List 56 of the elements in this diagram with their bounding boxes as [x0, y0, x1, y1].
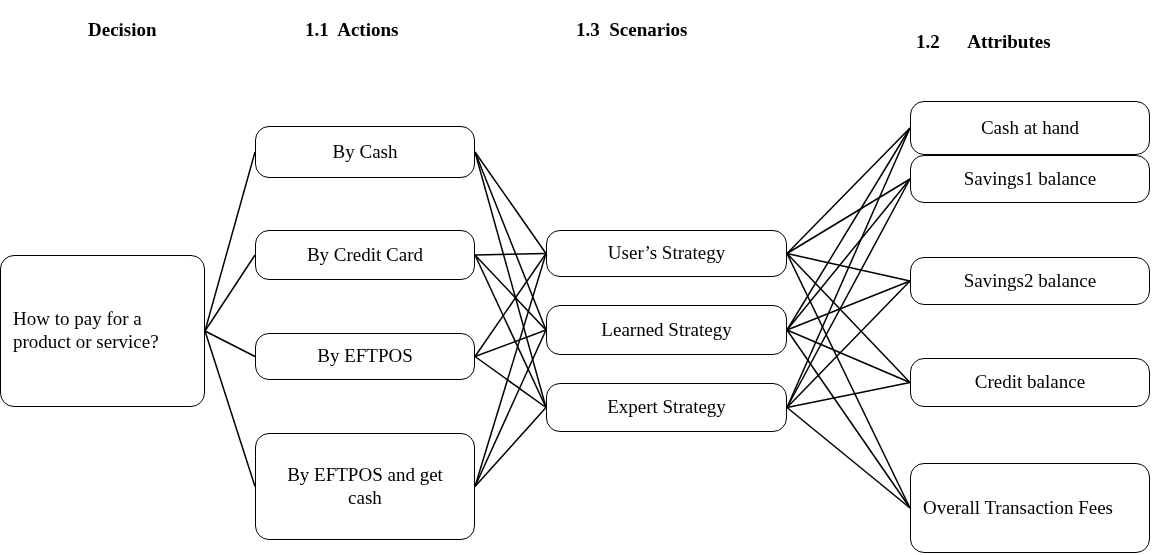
connector-line [474, 252, 547, 358]
rounded-box [255, 433, 475, 540]
rounded-box [255, 333, 475, 380]
column-heading: 1.1 Actions [305, 18, 399, 42]
box-text: Savings1 balance [963, 167, 1097, 191]
connector-line [786, 252, 911, 384]
box-text: Expert Strategy [607, 396, 726, 419]
connector-line [474, 252, 547, 256]
box-text: By Credit Card [306, 243, 424, 267]
connector-line [786, 406, 911, 509]
connector-line [204, 254, 256, 332]
connector-line [204, 330, 256, 488]
connector-line [474, 406, 547, 488]
connector-line [786, 280, 911, 331]
connector-line [786, 178, 911, 255]
rounded-box [910, 155, 1150, 203]
rounded-box [546, 305, 787, 355]
connector-line [786, 252, 911, 509]
connector-line [786, 381, 911, 409]
connector-line [474, 151, 547, 255]
connector-line [474, 355, 547, 409]
connector-line [474, 151, 547, 331]
connector-line [474, 254, 547, 331]
column-heading: Decision [88, 18, 157, 42]
rounded-box [910, 358, 1150, 407]
column-heading: 1.2 Attributes [916, 30, 1051, 54]
box-text: Credit balance [974, 371, 1086, 394]
box-text: Learned Strategy [601, 318, 732, 342]
connector-line [786, 329, 911, 384]
connector-line [474, 329, 547, 358]
box-text: Savings2 balance [963, 269, 1097, 293]
box-text: By Cash [332, 140, 398, 164]
connector-line [474, 254, 547, 409]
box-text: By EFTPOS and get cash [286, 463, 444, 510]
box-text: By EFTPOS [317, 345, 413, 368]
connector-line [204, 330, 256, 358]
rounded-box [910, 463, 1150, 553]
connector-line [786, 178, 911, 331]
connector-line [786, 329, 911, 509]
rounded-box [546, 230, 787, 277]
box-text: Cash at hand [980, 116, 1080, 140]
box-text: How to pay for a product or service? [13, 308, 160, 354]
rounded-box [255, 230, 475, 280]
rounded-box [546, 383, 787, 432]
connector-line [786, 178, 911, 409]
box-text: Overall Transaction Fees [923, 496, 1113, 520]
rounded-box [910, 257, 1150, 305]
box-text: User’s Strategy [607, 242, 726, 265]
rounded-box [910, 101, 1150, 155]
column-heading: 1.3 Scenarios [576, 18, 688, 42]
connector-line [786, 252, 911, 282]
connector-line [786, 280, 911, 409]
rounded-box [0, 255, 205, 407]
rounded-box [255, 126, 475, 178]
connector-line [786, 127, 911, 255]
connector-line [474, 329, 547, 488]
